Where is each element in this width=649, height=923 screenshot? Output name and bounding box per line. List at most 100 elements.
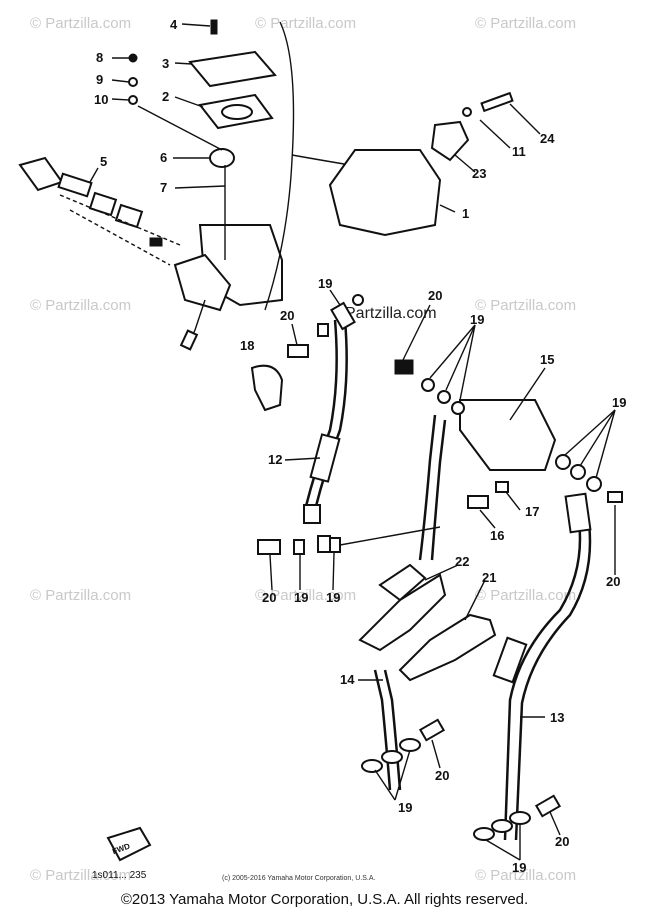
hose-end [491, 819, 513, 833]
callout-24: 24 [540, 131, 555, 146]
bracket-group [358, 563, 497, 682]
bolt [149, 237, 163, 247]
callout-22: 22 [455, 554, 469, 569]
gasket [399, 738, 421, 752]
bottom-fittings [106, 718, 562, 862]
callout-19: 19 [398, 800, 412, 815]
junction-group [339, 359, 623, 841]
brake-junction [459, 399, 557, 471]
watermark: © Partzilla.com [255, 587, 356, 604]
hose-end [317, 535, 331, 553]
hose-cover [250, 364, 284, 412]
figure-code: 1s011... 235 [92, 870, 147, 881]
callout-19: 19 [470, 312, 484, 327]
callout-20: 20 [280, 308, 294, 323]
watermark: © Partzilla.com [30, 15, 131, 32]
diaphragm-plate [221, 104, 253, 120]
guide-line [69, 209, 171, 266]
watermark-center: Partzilla.com [345, 305, 437, 322]
gasket [421, 378, 435, 392]
callout-20: 20 [435, 768, 449, 783]
brake-hose [373, 669, 392, 791]
callout-17: 17 [525, 504, 539, 519]
callout-21: 21 [482, 570, 496, 585]
union-bolt [534, 794, 562, 818]
hose-12-group [250, 294, 364, 555]
gasket [317, 323, 329, 337]
watermark: © Partzilla.com [255, 15, 356, 32]
callout-18: 18 [240, 338, 254, 353]
reservoir-cover [188, 50, 277, 88]
gasket [586, 476, 602, 492]
gasket [329, 537, 341, 553]
hose-end [381, 750, 403, 764]
washer [128, 77, 138, 87]
screw [128, 53, 138, 63]
watermark: © Partzilla.com [475, 587, 576, 604]
callout-2: 2 [162, 89, 169, 104]
bracket [430, 120, 470, 162]
guide-line [59, 194, 181, 246]
callout-15: 15 [540, 352, 554, 367]
callout-20: 20 [606, 574, 620, 589]
piston-cup [88, 191, 118, 217]
bolt [480, 91, 514, 113]
spring [114, 203, 144, 229]
callout-4: 4 [170, 17, 178, 32]
hose-fitting [564, 492, 592, 534]
brake-hose [430, 419, 447, 561]
callout-10: 10 [94, 92, 108, 107]
callout-20: 20 [428, 288, 442, 303]
hose-bracket [398, 613, 497, 682]
arrow-line [291, 154, 351, 166]
fwd-arrow [106, 826, 152, 862]
gasket [451, 401, 465, 415]
callout-12: 12 [268, 452, 282, 467]
hose-fitting [330, 301, 356, 331]
watermark: © Partzilla.com [475, 867, 576, 884]
piston [57, 172, 93, 198]
callout-5: 5 [100, 154, 107, 169]
brake-hose [418, 414, 437, 561]
watermark: © Partzilla.com [30, 867, 131, 884]
master-cylinder-group [18, 19, 364, 351]
callout-20: 20 [555, 834, 569, 849]
union-bolt [257, 539, 281, 555]
callout-19: 19 [318, 276, 332, 291]
callout-23: 23 [472, 166, 486, 181]
union-bolt [394, 359, 414, 375]
washer [128, 95, 138, 105]
hose-fitting [303, 504, 321, 524]
watermark: © Partzilla.com [30, 297, 131, 314]
washer [462, 107, 472, 117]
washer [495, 481, 509, 493]
footer-copyright: ©2013 Yamaha Motor Corporation, U.S.A. A… [120, 891, 529, 908]
hose-sleeve [309, 433, 341, 483]
union-bolt [418, 718, 446, 742]
hose-sleeve [492, 636, 528, 684]
gasket [361, 759, 383, 773]
gasket [509, 811, 531, 825]
watermark: © Partzilla.com [475, 297, 576, 314]
callout-1: 1 [462, 206, 469, 221]
callout-19: 19 [294, 590, 308, 605]
callout-19: 19 [512, 860, 526, 875]
gasket [555, 454, 571, 470]
cover-group [328, 91, 514, 237]
piston-kit [18, 156, 64, 192]
union-bolt [607, 491, 623, 503]
watermark: © Partzilla.com [30, 587, 131, 604]
callout-8: 8 [96, 50, 103, 65]
bracket-line [264, 21, 295, 311]
callout-11: 11 [512, 144, 526, 159]
small-copyright: (c) 2005-2016 Yamaha Motor Corporation, … [222, 875, 375, 882]
callout-6: 6 [160, 150, 167, 165]
brake-hose [303, 319, 338, 511]
connector [179, 329, 199, 351]
callout-20: 20 [262, 590, 276, 605]
callout-13: 13 [550, 710, 564, 725]
brake-hose [514, 499, 592, 841]
callout-14: 14 [340, 672, 355, 687]
brake-hose [503, 499, 582, 841]
